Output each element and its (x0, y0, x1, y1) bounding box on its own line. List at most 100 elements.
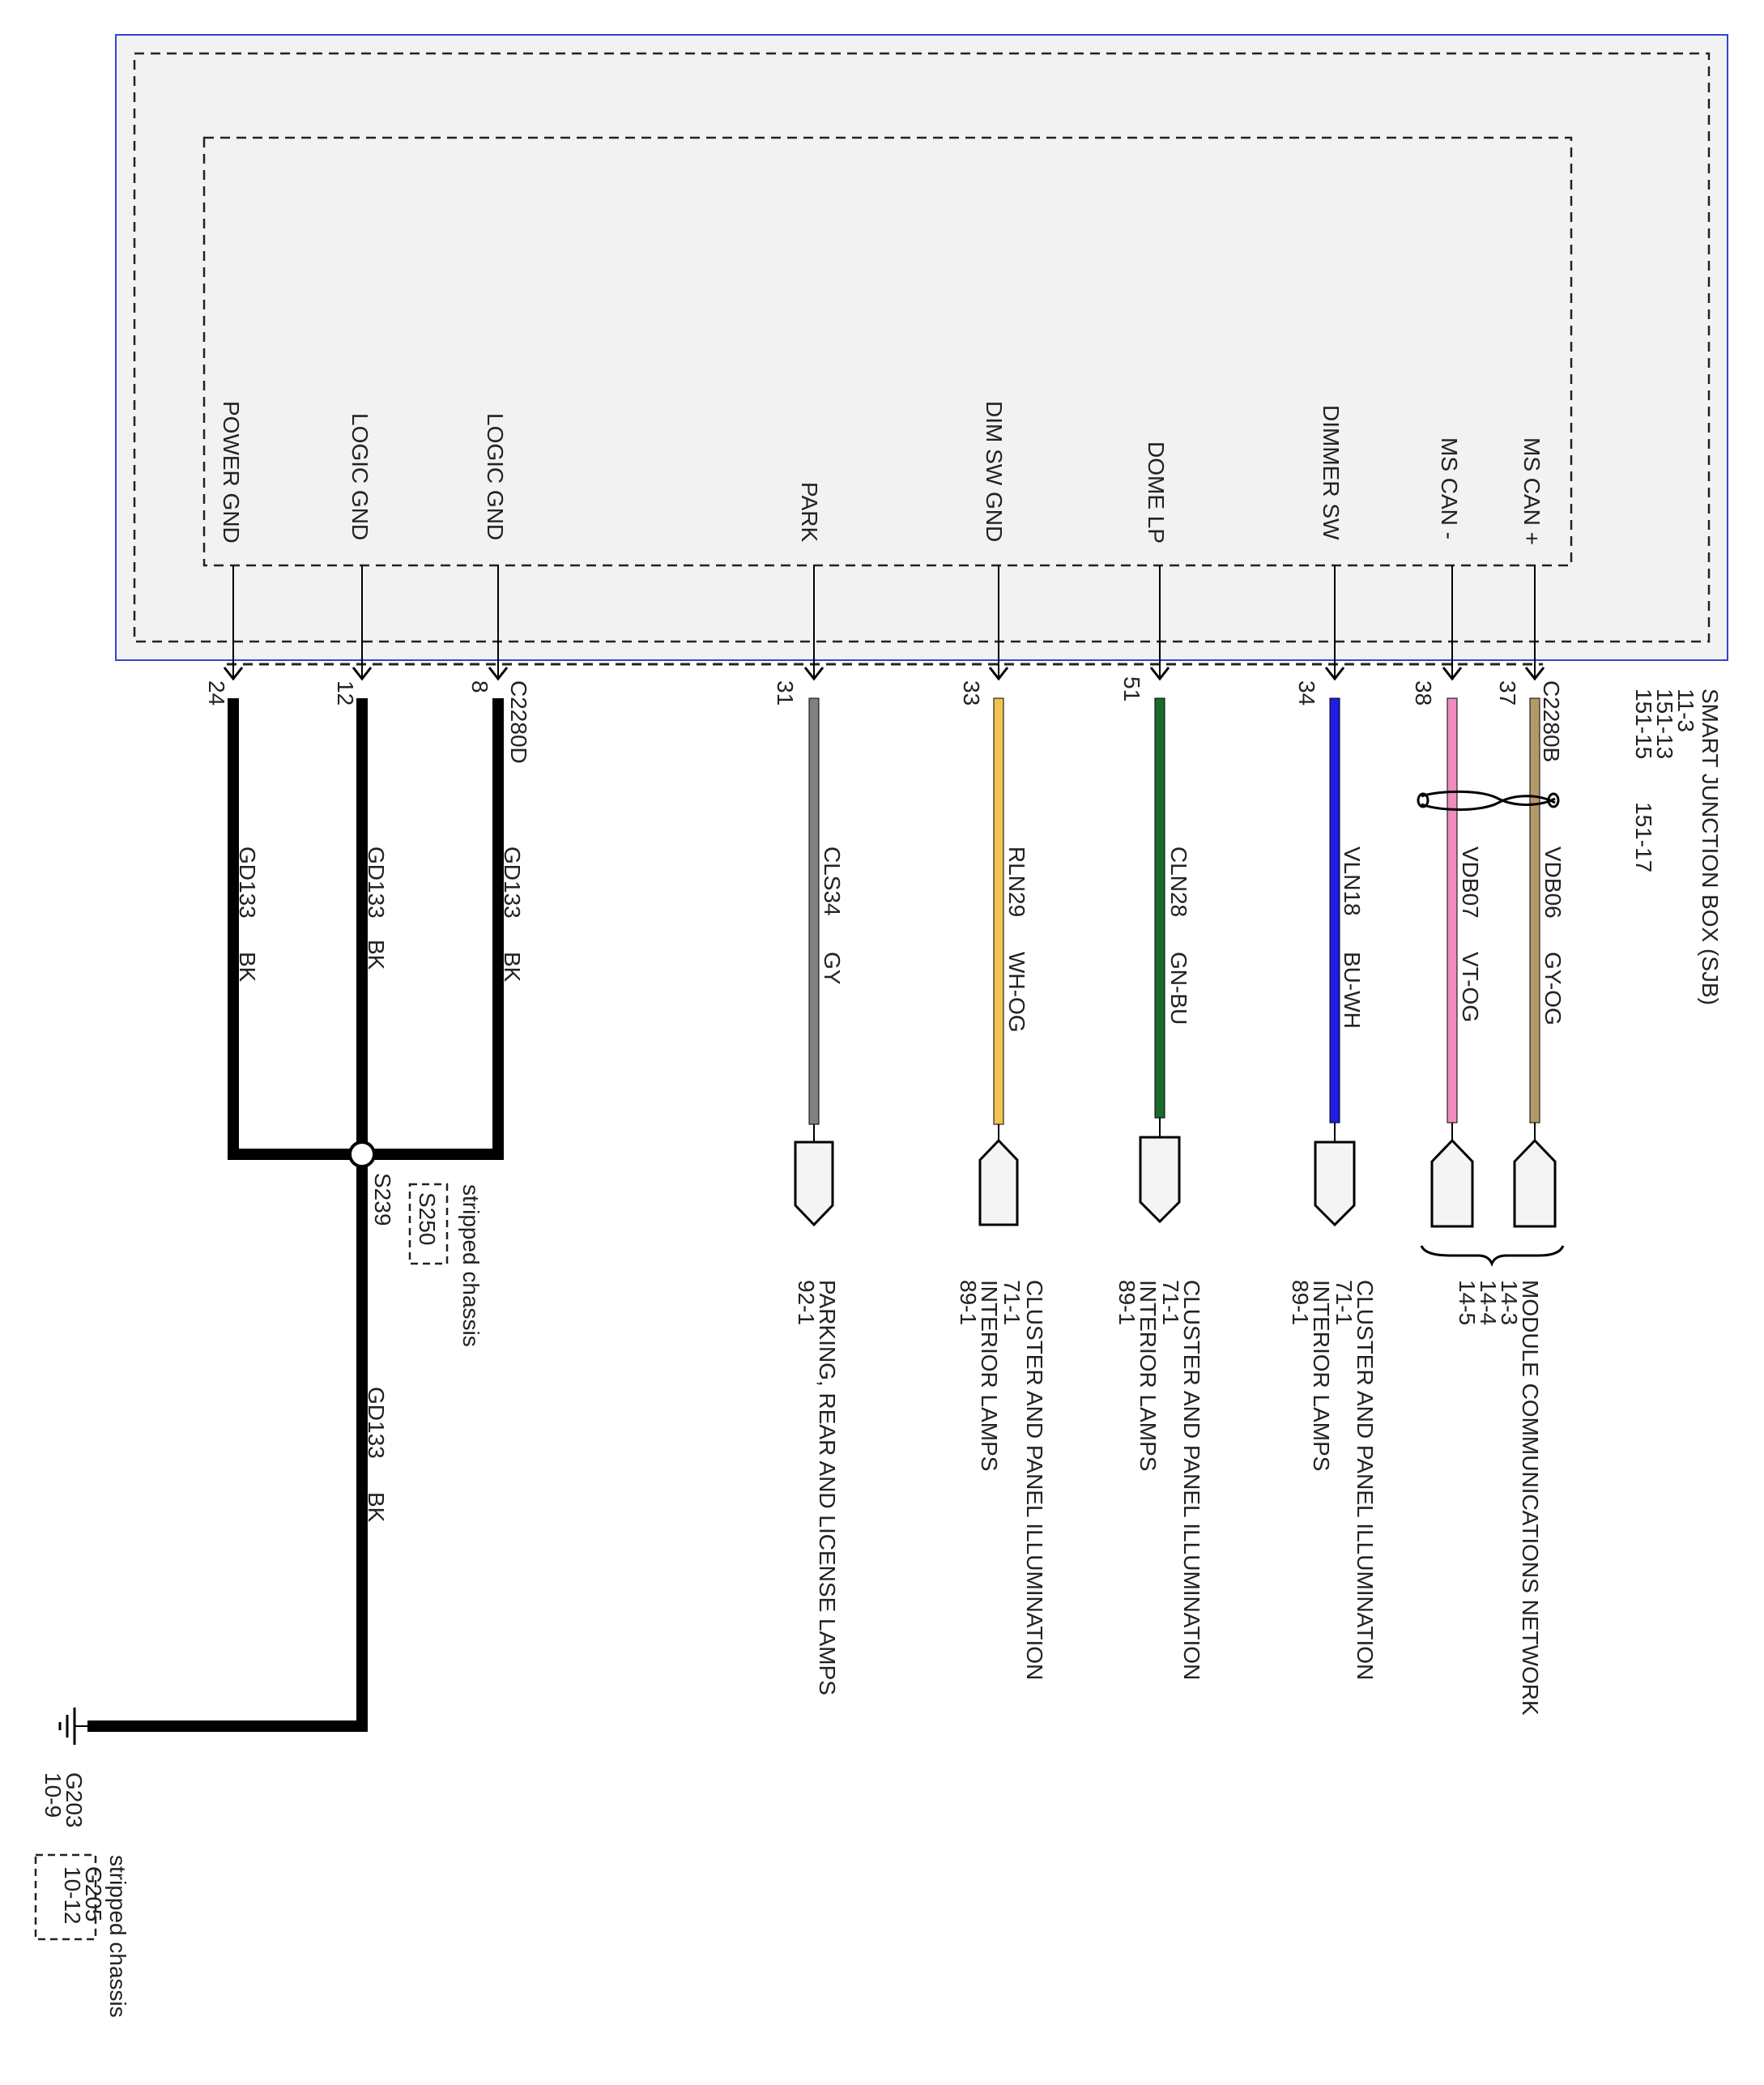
module-inner-dash (133, 52, 1711, 643)
circuit-id: GD133 (364, 846, 389, 919)
dest-park-title: PARKING, REAR AND LICENSE LAMPS (815, 1280, 840, 1695)
circuit-dim-sw-gnd: DIM SW GND 33 RLN29 WH-OG (959, 401, 1029, 1033)
dest-dimsw-ref-1: 71-1 (999, 1280, 1025, 1325)
splice-name: S239 (370, 1173, 395, 1226)
dest-network-title: MODULE COMMUNICATIONS NETWORK (1518, 1280, 1543, 1716)
circuit-id: CLN28 (1166, 846, 1191, 917)
circuit-id: RLN29 (1004, 846, 1029, 917)
pin-number: 51 (1119, 676, 1144, 701)
splice-alt-name: S250 (415, 1192, 440, 1245)
lower-wire-color-code: BK (364, 1492, 389, 1523)
circuit-park: PARK 31 CLS34 GY (773, 482, 845, 985)
dest-dome-title: CLUSTER AND PANEL ILLUMINATION (1179, 1280, 1204, 1680)
signal-label: DIM SW GND (982, 401, 1007, 542)
circuit-ms-can-plus: MS CAN + 37 VDB06 GY-OG (1495, 437, 1566, 1025)
wire-color-code: GY-OG (1540, 952, 1566, 1025)
wire-color-code: WH-OG (1004, 952, 1029, 1033)
pin-number: 38 (1411, 680, 1436, 706)
circuit-dome-lp: DOME LP 51 CLN28 GN-BU (1119, 441, 1191, 1025)
pin-arrow-icon (223, 667, 244, 681)
pin-number: 24 (204, 680, 229, 706)
wire-gd133-24 (228, 698, 239, 1160)
circuit-id: VLN18 (1340, 846, 1365, 916)
pin-arrow-icon (352, 667, 373, 681)
circuit-id: GD133 (235, 846, 260, 919)
wire-color-code: GY (820, 952, 845, 985)
wire-to-ground (87, 1720, 368, 1732)
dest-park-ref: 92-1 (794, 1280, 819, 1325)
dest-dimmer-ref-1: 71-1 (1332, 1280, 1357, 1325)
pin-arrow-icon (1324, 667, 1345, 681)
circuit-logic-gnd-12: LOGIC GND 12 GD133 BK (333, 413, 389, 970)
circuit-id: VDB07 (1458, 846, 1483, 919)
wire-vdb06 (1529, 697, 1540, 1124)
ground-alt-box (34, 1853, 97, 1941)
circuit-id: GD133 (500, 846, 525, 919)
splice-alt-note: stripped chassis (458, 1184, 484, 1347)
wire-color-code: BU-WH (1340, 952, 1365, 1029)
ground-alt-note: stripped chassis (105, 1855, 130, 2018)
pin-arrow-icon (1442, 667, 1463, 681)
wire-cls34 (808, 697, 820, 1125)
circuit-id: VDB06 (1540, 846, 1566, 919)
wire-color-code: BK (235, 952, 260, 983)
dest-dome-ref-1: 71-1 (1158, 1280, 1183, 1325)
pin-arrow-icon (803, 667, 824, 681)
circuit-ms-can-minus: MS CAN - 38 VDB07 VT-OG (1411, 437, 1483, 1022)
module-ref-3: 151-15 (1631, 689, 1656, 759)
dest-dimmer-ref-2: 89-1 (1288, 1280, 1313, 1325)
ground-alt-name: G205 (81, 1866, 106, 1922)
twisted-pair-icon (1417, 790, 1560, 811)
lower-circuit-id: GD133 (364, 1387, 389, 1459)
dest-dimsw-ref-2: 89-1 (956, 1280, 981, 1325)
pin-arrow-icon (1149, 667, 1170, 681)
dest-network-ref-2: 14-4 (1476, 1280, 1501, 1325)
signal-label: MS CAN + (1519, 437, 1545, 545)
module-name: SMART JUNCTION BOX (SJB) (1698, 689, 1723, 1005)
signal-label: POWER GND (219, 401, 244, 544)
circuit-power-gnd: POWER GND 24 GD133 BK (204, 401, 260, 983)
terminal-cls34 (794, 1124, 834, 1227)
wire-vdb07 (1447, 697, 1458, 1124)
pin-number: 8 (467, 680, 492, 693)
signal-label: PARK (797, 482, 822, 542)
dest-dome-subtitle: INTERIOR LAMPS (1136, 1280, 1161, 1471)
dest-dimmer-title: CLUSTER AND PANEL ILLUMINATION (1353, 1280, 1378, 1680)
terminal-vdb06 (1513, 1123, 1557, 1228)
signal-label: LOGIC GND (483, 413, 508, 540)
wire-color-code: GN-BU (1166, 952, 1191, 1025)
wire-gd133-8 (492, 698, 504, 1160)
module-ref-1: 11-3 (1673, 689, 1698, 732)
dest-dimmer-subtitle: INTERIOR LAMPS (1309, 1280, 1334, 1471)
terminal-vdb07 (1430, 1123, 1474, 1228)
wire-color-code: BK (364, 940, 389, 970)
module-signal-box (202, 136, 1573, 567)
pin-arrow-icon (988, 667, 1009, 681)
wire-color-code: VT-OG (1458, 952, 1483, 1022)
wire-cln28 (1154, 697, 1165, 1119)
splice-node (348, 1141, 376, 1168)
ground-name: G203 (62, 1772, 87, 1828)
wire-gd133-12 (356, 698, 368, 1732)
wire-vln18 (1329, 697, 1340, 1124)
pin-number: 12 (333, 680, 358, 706)
terminal-vln18 (1314, 1123, 1356, 1227)
dest-network-ref-1: 14-3 (1497, 1280, 1522, 1325)
connector-left-name: C2280D (506, 680, 531, 764)
dest-dimsw-title: CLUSTER AND PANEL ILLUMINATION (1022, 1280, 1047, 1680)
circuit-dimmer-sw: DIMMER SW 34 VLN18 BU-WH (1294, 405, 1365, 1029)
wire-color-code: BK (500, 952, 525, 983)
pin-number: 33 (959, 680, 984, 706)
module-ref-4: 151-17 (1631, 802, 1656, 872)
dest-dimsw-subtitle: INTERIOR LAMPS (977, 1280, 1002, 1471)
connector-right-name: C2280B (1539, 680, 1564, 762)
signal-label: LOGIC GND (347, 413, 373, 540)
wire-rln29 (993, 697, 1004, 1125)
circuit-logic-gnd-8: LOGIC GND 8 GD133 BK (467, 413, 525, 983)
pin-number: 37 (1495, 680, 1520, 706)
ground-alt-ref: 10-12 (60, 1866, 85, 1925)
signal-label: MS CAN - (1437, 437, 1462, 539)
splice-alt-box (408, 1183, 449, 1265)
pin-arrow-icon (1524, 667, 1545, 681)
